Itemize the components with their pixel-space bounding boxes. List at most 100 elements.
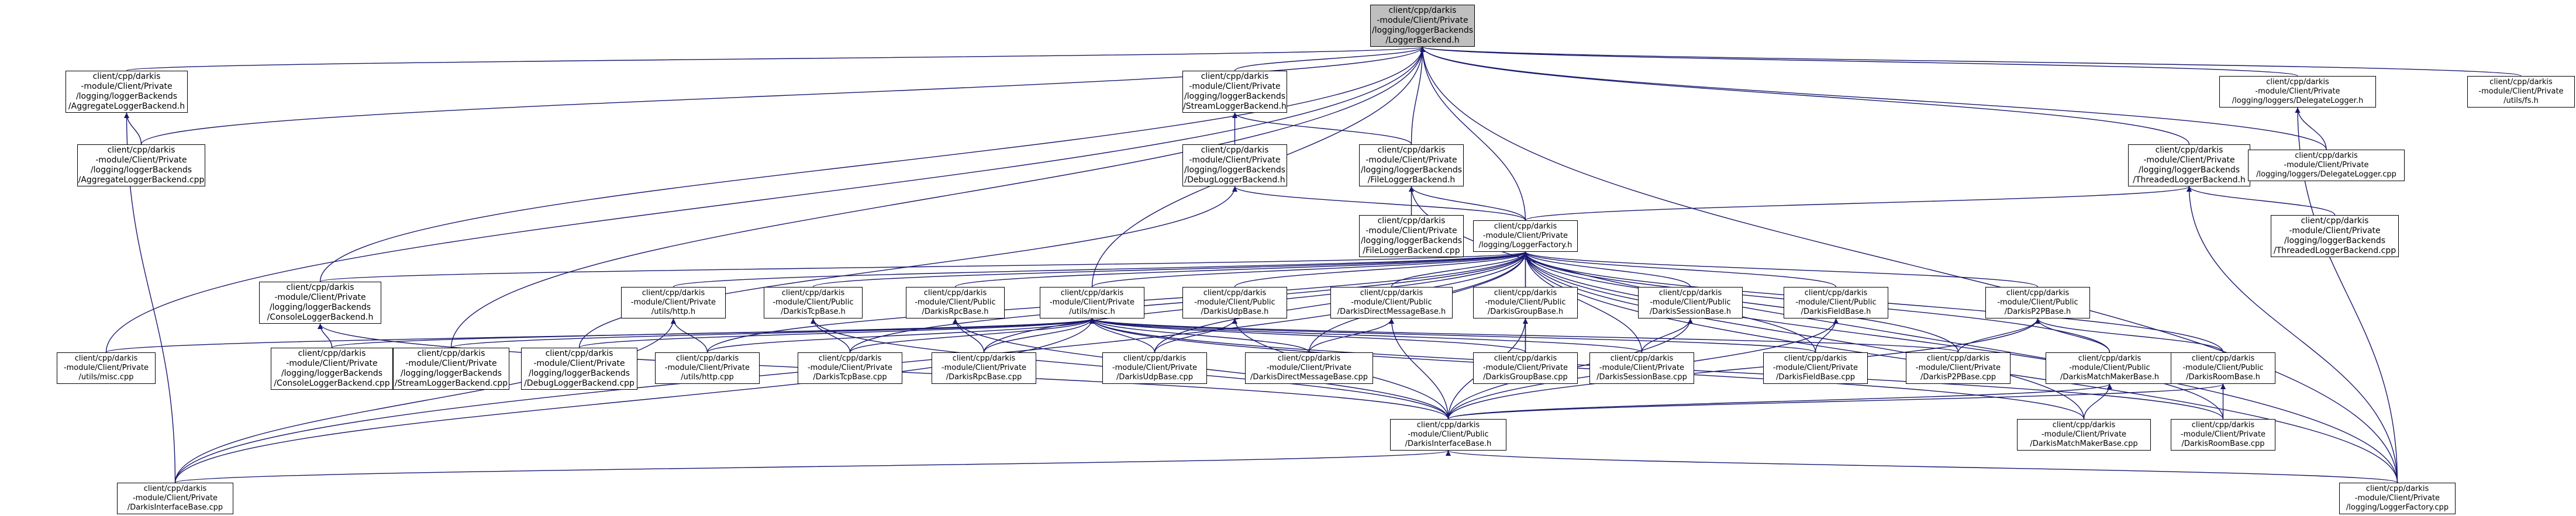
node-label-line: client/cpp/darkis	[1494, 289, 1557, 297]
node-label-line: client/cpp/darkis	[107, 146, 175, 155]
node-threadcpp[interactable]: client/cpp/darkis-module/Client/Private/…	[2271, 215, 2399, 257]
edge-p2pcpp-to-p2ph	[1957, 318, 2040, 353]
node-label-line: -module/Client/Private	[274, 293, 366, 302]
edge-streamcpp-to-root	[450, 46, 1425, 348]
node-label-line: /DebugLoggerBackend.h	[1184, 175, 1285, 185]
node-label-line: /DarkisFieldBase.h	[1801, 307, 1871, 316]
node-mmh[interactable]: client/cpp/darkis-module/Client/Public/D…	[2046, 352, 2174, 384]
edge-ifaceh-to-roomh	[1447, 383, 2226, 420]
node-udph[interactable]: client/cpp/darkis-module/Client/Public/D…	[1182, 287, 1287, 318]
node-label-line: client/cpp/darkis	[1201, 146, 1269, 155]
edge-factorycpp-to-threadh	[2187, 186, 2398, 483]
node-fsh[interactable]: client/cpp/darkis-module/Client/Private/…	[2467, 76, 2575, 108]
edge-delegcpp-to-root	[1420, 46, 2327, 150]
node-misch[interactable]: client/cpp/darkis-module/Client/Private/…	[1040, 287, 1144, 318]
node-p2pcpp[interactable]: client/cpp/darkis-module/Client/Private/…	[1906, 352, 2011, 384]
node-label-line: client/cpp/darkis	[1784, 354, 1847, 363]
node-label-line: -module/Client/Private	[1377, 16, 1468, 25]
edge-ifaceh-to-mmh	[1447, 383, 2112, 420]
node-label-line: client/cpp/darkis	[92, 72, 161, 81]
node-streamh[interactable]: client/cpp/darkis-module/Client/Private/…	[1182, 71, 1287, 113]
node-misccpp[interactable]: client/cpp/darkis-module/Client/Private/…	[57, 352, 156, 384]
node-threadh[interactable]: client/cpp/darkis-module/Client/Private/…	[2128, 144, 2250, 186]
node-label-line: -module/Client/Public	[773, 298, 854, 307]
node-ifacecpp[interactable]: client/cpp/darkis-module/Client/Private/…	[117, 483, 233, 514]
node-filecpp[interactable]: client/cpp/darkis-module/Client/Private/…	[1359, 215, 1464, 257]
edge-layer	[105, 46, 2522, 483]
node-label-line: /DarkisMatchMakerBase.cpp	[2030, 439, 2138, 448]
node-label-line: -module/Client/Public	[1194, 298, 1275, 307]
node-httpcpp[interactable]: client/cpp/darkis-module/Client/Private/…	[655, 352, 760, 384]
node-label-line: client/cpp/darkis	[1203, 289, 1267, 297]
node-label-line: -module/Client/Public	[1351, 298, 1432, 307]
edge-consolecpp-to-misch	[331, 318, 1095, 348]
edge-groupcpp-to-misch	[1089, 318, 1526, 353]
node-dmsgcpp[interactable]: client/cpp/darkis-module/Client/Private/…	[1245, 352, 1373, 384]
node-consolecpp[interactable]: client/cpp/darkis-module/Client/Private/…	[271, 348, 393, 390]
node-label-line: client/cpp/darkis	[1926, 354, 1990, 363]
edge-dmsgh-to-factoryh	[1391, 251, 1528, 288]
node-label-line: -module/Client/Private	[2143, 155, 2235, 165]
node-label-line: -module/Client/Public	[915, 298, 996, 307]
edge-sesscpp-to-misch	[1089, 318, 1643, 353]
node-label-line: /ThreadedLoggerBackend.cpp	[2273, 246, 2396, 255]
edge-udph-to-factoryh	[1234, 251, 1528, 288]
node-aggcpp[interactable]: client/cpp/darkis-module/Client/Private/…	[77, 144, 205, 186]
node-dmsgh[interactable]: client/cpp/darkis-module/Client/Public/D…	[1330, 287, 1453, 318]
node-label-line: /logging/loggerBackends	[1184, 165, 1286, 175]
node-label-line: /DarkisSessionBase.cpp	[1596, 373, 1687, 382]
node-label-line: client/cpp/darkis	[1610, 354, 1674, 363]
node-label-line: -module/Client/Private	[1189, 155, 1281, 165]
node-label-line: client/cpp/darkis	[675, 354, 739, 363]
node-label-line: -module/Client/Private	[1915, 363, 2001, 372]
node-sessh[interactable]: client/cpp/darkis-module/Client/Public/D…	[1638, 287, 1743, 318]
edge-misccpp-to-root	[105, 46, 1425, 353]
node-label-line: -module/Client/Private	[630, 298, 716, 307]
node-factoryh[interactable]: client/cpp/darkis-module/Client/Private/…	[1473, 220, 1578, 252]
edge-fileh-to-streamh	[1232, 112, 1412, 145]
node-label-line: client/cpp/darkis	[1804, 289, 1868, 297]
node-label-line: client/cpp/darkis	[1494, 354, 1557, 363]
node-aggh[interactable]: client/cpp/darkis-module/Client/Private/…	[65, 71, 188, 113]
node-sesscpp[interactable]: client/cpp/darkis-module/Client/Private/…	[1589, 352, 1694, 384]
node-rpccpp[interactable]: client/cpp/darkis-module/Client/Private/…	[932, 352, 1036, 384]
node-roomcpp[interactable]: client/cpp/darkis-module/Client/Private/…	[2171, 419, 2275, 451]
node-debugh[interactable]: client/cpp/darkis-module/Client/Private/…	[1182, 144, 1287, 186]
node-grouph[interactable]: client/cpp/darkis-module/Client/Public/D…	[1473, 287, 1578, 318]
node-label-line: -module/Client/Private	[405, 359, 497, 368]
node-groupcpp[interactable]: client/cpp/darkis-module/Client/Private/…	[1473, 352, 1578, 384]
node-tcpcpp[interactable]: client/cpp/darkis-module/Client/Private/…	[798, 352, 902, 384]
edge-udpcpp-to-udph	[1154, 318, 1237, 353]
node-factorycpp[interactable]: client/cpp/darkis-module/Client/Private/…	[2339, 483, 2456, 514]
edge-roomh-to-p2ph	[2035, 318, 2224, 353]
node-p2ph[interactable]: client/cpp/darkis-module/Client/Public/D…	[1985, 287, 2090, 318]
node-streamcpp[interactable]: client/cpp/darkis-module/Client/Private/…	[393, 348, 509, 390]
node-label-line: -module/Client/Public	[1997, 298, 2078, 307]
node-mmcpp[interactable]: client/cpp/darkis-module/Client/Private/…	[2017, 419, 2151, 451]
edge-threadcpp-to-threadh	[2187, 186, 2336, 216]
node-fileh[interactable]: client/cpp/darkis-module/Client/Private/…	[1359, 144, 1464, 186]
node-fieldcpp[interactable]: client/cpp/darkis-module/Client/Private/…	[1763, 352, 1868, 384]
node-label-line: -module/Client/Private	[81, 82, 173, 91]
node-tcph[interactable]: client/cpp/darkis-module/Client/Public/D…	[764, 287, 863, 318]
node-ifaceh[interactable]: client/cpp/darkis-module/Client/Public/D…	[1390, 419, 1506, 451]
node-fieldh[interactable]: client/cpp/darkis-module/Client/Public/D…	[1784, 287, 1888, 318]
node-consoleh[interactable]: client/cpp/darkis-module/Client/Private/…	[259, 282, 381, 324]
node-label-line: /FileLoggerBackend.h	[1367, 175, 1456, 185]
node-label-line: -module/Client/Private	[2478, 87, 2564, 96]
node-delegcpp[interactable]: client/cpp/darkis-module/Client/Private/…	[2248, 150, 2405, 181]
node-label-line: -module/Client/Private	[1049, 298, 1135, 307]
edge-mmcpp-to-factoryh	[1523, 251, 2085, 420]
edge-rpch-to-factoryh	[954, 251, 1528, 288]
node-httph[interactable]: client/cpp/darkis-module/Client/Private/…	[621, 287, 726, 318]
edge-aggcpp-to-root	[140, 46, 1425, 145]
node-label-line: -module/Client/Private	[2180, 430, 2266, 439]
node-roomh[interactable]: client/cpp/darkis-module/Client/Public/D…	[2171, 352, 2275, 384]
node-debugcpp[interactable]: client/cpp/darkis-module/Client/Private/…	[521, 348, 637, 390]
node-label-line: -module/Client/Private	[2354, 494, 2440, 503]
node-label-line: /logging/loggerBackends	[1360, 165, 1463, 175]
node-udpcpp[interactable]: client/cpp/darkis-module/Client/Private/…	[1102, 352, 1207, 384]
node-delegh[interactable]: client/cpp/darkis-module/Client/Private/…	[2219, 76, 2376, 108]
node-rpch[interactable]: client/cpp/darkis-module/Client/Public/D…	[906, 287, 1005, 318]
node-label-line: client/cpp/darkis	[2365, 484, 2429, 493]
